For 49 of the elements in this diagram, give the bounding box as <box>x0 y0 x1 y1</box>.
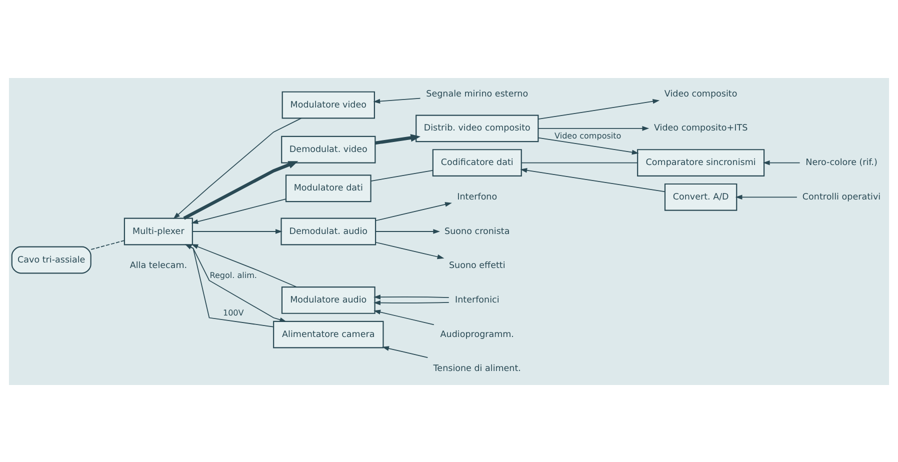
node-text: Interfonici <box>455 294 500 305</box>
arrow <box>538 136 639 154</box>
arrow <box>373 97 421 104</box>
node-box: Demodulat. video <box>281 135 376 163</box>
arrow <box>186 244 287 322</box>
arrow <box>374 294 450 299</box>
arrow <box>762 160 800 165</box>
node-box: Demodulat. audio <box>280 217 376 245</box>
connector <box>370 169 434 182</box>
arrow <box>192 228 282 234</box>
arrow <box>735 194 798 200</box>
node-text: Nero-colore (rif.) <box>806 158 878 168</box>
arrow <box>538 126 650 130</box>
node-text: Video composito+ITS <box>654 123 748 134</box>
node-text: Suono cronista <box>444 226 510 236</box>
connector <box>521 162 638 163</box>
arrow <box>374 300 450 305</box>
arrow <box>375 202 452 221</box>
node-box: Modulatore audio <box>281 286 376 314</box>
node-box: Codificatore dati <box>432 148 522 176</box>
node-text: Audioprogramm. <box>440 329 514 340</box>
arrow <box>538 98 660 120</box>
arrow <box>382 346 428 358</box>
node-text: Interfono <box>457 192 498 202</box>
node-text: Suono effetti <box>448 260 506 271</box>
node-text: Tensione di aliment. <box>433 364 521 374</box>
node-text: Video composito <box>664 88 738 99</box>
node-box: Convert. A/D <box>664 182 738 210</box>
arrow <box>183 160 298 220</box>
arrow <box>184 244 274 327</box>
node-text: Controlli operativi <box>802 192 881 202</box>
arrow <box>191 244 298 287</box>
arrow <box>375 228 440 234</box>
arrow <box>374 309 434 325</box>
arrow <box>375 241 444 259</box>
node-box: Modulatore dati <box>285 174 372 202</box>
node-box: Distrib. video composito <box>416 114 539 142</box>
node-box: Modulatore video <box>282 90 375 118</box>
node-box: Alimentatore camera <box>273 320 384 348</box>
node-box: Multi-plexer <box>124 217 193 245</box>
arrow <box>375 134 420 144</box>
label: Alla telecam. <box>130 260 188 271</box>
connector <box>90 240 125 250</box>
node-text: Segnale mirino esterno <box>426 88 528 99</box>
arrow <box>173 117 302 218</box>
arrow <box>520 168 666 192</box>
node-box: Comparatore sincronismi <box>637 148 765 176</box>
arrow <box>191 198 286 224</box>
node-box: Cavo tri-assiale <box>11 246 92 274</box>
